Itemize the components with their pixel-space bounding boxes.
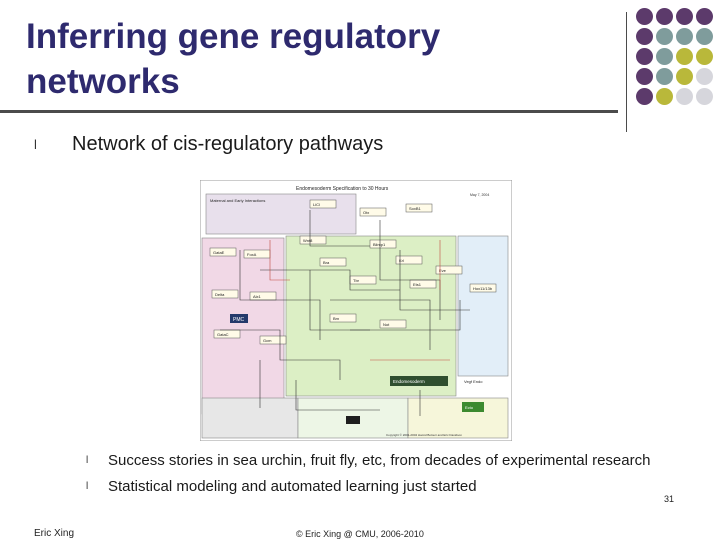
slide-title: Inferring gene regulatory networks [26,14,586,104]
gene-label: Brn [333,316,339,321]
diagram-date: May 7, 2004 [470,193,489,197]
gene-box [469,283,497,293]
decorative-dot [676,88,693,105]
gene-box [209,247,237,257]
bullet-marker: l [34,137,37,152]
gene-box [211,289,239,299]
decorative-dot [696,28,713,45]
gene-box [435,265,463,275]
gene-label: Not [383,322,390,327]
gene-label: FoxA [247,252,257,257]
decorative-dot [636,68,653,85]
decorative-dot [636,48,653,65]
region-endomesoderm-label: Endomesoderm [393,379,425,384]
decorative-dot [636,28,653,45]
page-number: 31 [664,494,675,504]
gene-box [359,207,387,217]
decorative-dot [656,48,673,65]
decorative-dot [676,68,693,85]
gene-label: Otx [363,210,369,215]
footer-copyright: © Eric Xing @ CMU, 2006-2010 [296,529,424,539]
title-underline [0,110,618,113]
gene-label: Ets1 [413,282,422,287]
sub-bullet-text: Statistical modeling and automated learn… [108,478,477,495]
gene-box [259,335,287,345]
decorative-dot [696,68,713,85]
gene-label: Wnt8 [303,238,313,243]
gene-label: Bra [323,260,330,265]
diagram-copyright: Copyright © 2001-2004 Hamid Bolouri and … [386,433,462,437]
title-line-1: Inferring gene regulatory [26,17,441,56]
decorative-dot [676,8,693,25]
gene-box [329,313,357,323]
sub-bullet-marker: l [86,455,89,466]
decorative-dot [656,8,673,25]
gene-label: Alx1 [253,294,262,299]
decorative-dot [676,28,693,45]
decorative-dot [636,88,653,105]
decorative-dot [676,48,693,65]
gene-label: Tbr [353,278,360,283]
decorative-dot [656,88,673,105]
gene-label: Gcm [263,338,272,343]
gene-label: Blimp1 [373,242,386,247]
gene-label: Delta [215,292,225,297]
sub-bullet-text: Success stories in sea urchin, fruit fly… [108,452,651,469]
diagram-title: Endomesoderm Specification to 30 Hours [296,186,389,192]
main-bullet: l Network of cis-regulatory pathways [34,133,383,156]
decorative-dot [636,8,653,25]
region-maternal-label: Maternal and Early Interactions [210,198,265,203]
region-vegetal-label: Vegf Endo [464,379,483,384]
gene-box [299,235,327,245]
decorative-dot [696,8,713,25]
decorative-dot [656,68,673,85]
main-bullet-text: Network of cis-regulatory pathways [72,133,384,155]
sub-bullet-2: l Statistical modeling and automated lea… [86,478,477,495]
gene-box [395,255,423,265]
gene-label: LiCl [313,202,320,207]
sub-bullet-marker: l [86,481,89,492]
region-pmc-label: PMC [233,317,245,323]
gene-box [379,319,407,329]
decorative-dot [656,28,673,45]
gene-box [319,257,347,267]
gene-box [405,203,433,213]
vertical-divider [626,12,627,132]
gene-box [369,239,397,249]
gene-label: SoxB1 [409,206,422,211]
gene-label: GataC [217,332,229,337]
gene-label: Eve [439,268,447,273]
gene-network-diagram: Endomesoderm Specification to 30 Hours M… [199,179,513,442]
region-ecto-label: Ecto [465,405,474,410]
gene-network-svg: Endomesoderm Specification to 30 Hours M… [199,179,513,442]
gene-label: Hox11/13b [473,286,493,291]
gene-label: GataE [213,250,225,255]
footer-author: Eric Xing [34,528,75,539]
regulatory-links [220,210,470,416]
decorative-dot [696,88,713,105]
repression-links [269,240,450,361]
title-line-2: networks [26,62,180,101]
sub-bullet-1: l Success stories in sea urchin, fruit f… [86,452,650,469]
gene-label: Krl [399,258,404,263]
gene-box [309,199,337,209]
decorative-dot [696,48,713,65]
